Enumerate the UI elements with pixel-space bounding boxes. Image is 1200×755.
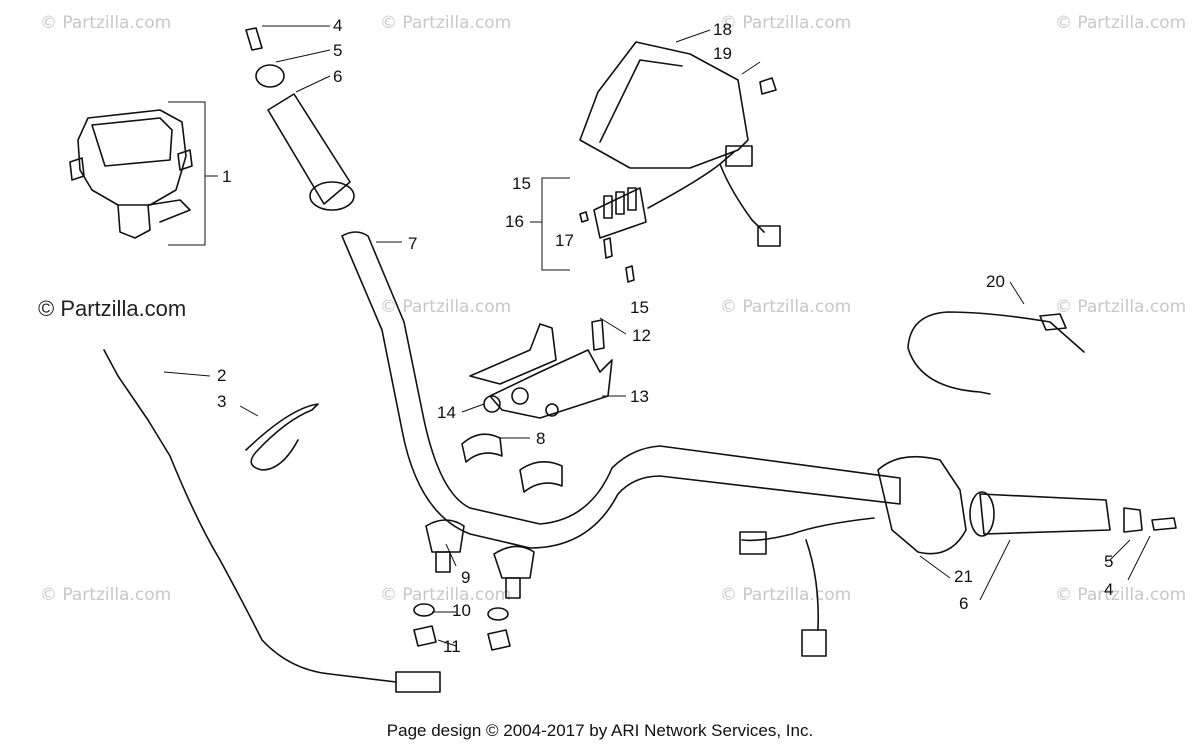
callout-2: 2 <box>217 366 226 385</box>
leader-lines <box>376 241 1151 647</box>
callout-19: 19 <box>713 44 732 63</box>
part-left-grip[interactable] <box>245 25 355 211</box>
callout-6: 6 <box>333 67 342 86</box>
callout-4: 4 <box>333 16 342 35</box>
part-handlebar-bracket[interactable] <box>469 319 613 419</box>
watermark: © Partzilla.com <box>40 585 171 605</box>
watermark: © Partzilla.com <box>380 297 511 317</box>
watermark: © Partzilla.com <box>380 13 511 33</box>
part-handlebar[interactable] <box>341 231 901 549</box>
callout-labels: 1 2 3 4 5 6 7 8 9 10 11 12 13 14 15 16 1… <box>217 16 1113 656</box>
callout-12: 12 <box>632 326 651 345</box>
part-switch-block[interactable] <box>530 145 781 283</box>
part-right-grip[interactable] <box>969 491 1177 537</box>
part-throttle-cable[interactable] <box>907 281 1085 395</box>
part-clamps[interactable] <box>461 433 563 493</box>
watermark: © Partzilla.com <box>720 297 851 317</box>
callout-15: 15 <box>630 298 649 317</box>
callout-18: 18 <box>713 20 732 39</box>
page-footer: Page design © 2004-2017 by ARI Network S… <box>386 721 814 740</box>
callout-13: 13 <box>630 387 649 406</box>
part-throttle-housing[interactable] <box>69 101 218 246</box>
callout-14: 14 <box>437 403 456 422</box>
part-clutch-cable[interactable] <box>103 349 441 693</box>
part-windshield[interactable] <box>579 29 777 169</box>
callout-21: 21 <box>954 567 973 586</box>
callout-15: 15 <box>512 174 531 193</box>
part-risers[interactable] <box>413 519 535 651</box>
watermarks: © Partzilla.com © Partzilla.com © Partzi… <box>38 13 1186 605</box>
callout-1: 1 <box>222 167 231 186</box>
watermark: © Partzilla.com <box>720 585 851 605</box>
callout-7: 7 <box>408 234 417 253</box>
watermark-main: © Partzilla.com <box>38 296 186 321</box>
callout-3: 3 <box>217 392 226 411</box>
watermark: © Partzilla.com <box>40 13 171 33</box>
watermark: © Partzilla.com <box>1055 297 1186 317</box>
callout-5: 5 <box>333 41 342 60</box>
watermark: © Partzilla.com <box>380 585 511 605</box>
watermark: © Partzilla.com <box>1055 13 1186 33</box>
callout-20: 20 <box>986 272 1005 291</box>
watermark: © Partzilla.com <box>1055 585 1186 605</box>
callout-16: 16 <box>505 212 524 231</box>
callout-6: 6 <box>959 594 968 613</box>
callout-5: 5 <box>1104 552 1113 571</box>
callout-17: 17 <box>555 231 574 250</box>
callout-9: 9 <box>461 568 470 587</box>
callout-11: 11 <box>443 637 461 656</box>
callout-4: 4 <box>1104 580 1113 599</box>
callout-8: 8 <box>536 429 545 448</box>
part-right-switch-housing[interactable] <box>739 455 967 657</box>
watermark: © Partzilla.com <box>720 13 851 33</box>
callout-10: 10 <box>452 601 471 620</box>
